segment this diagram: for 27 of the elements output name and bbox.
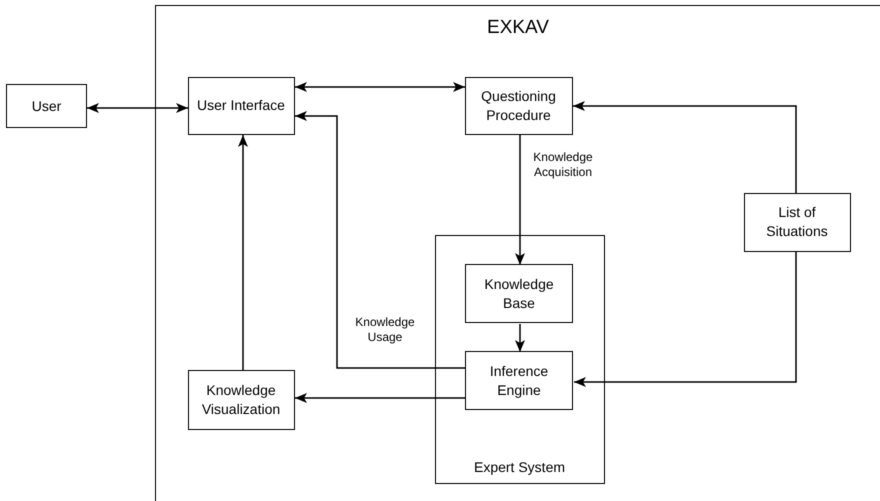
arrow (515, 135, 525, 265)
process-box (188, 76, 294, 134)
arrow (574, 252, 797, 387)
process-box (465, 351, 573, 410)
process-box (464, 76, 572, 134)
node-label: Questioning Procedure (480, 86, 557, 124)
node-label: Inference Engine (488, 362, 550, 400)
process-box (188, 370, 294, 430)
node-label: List of Situations (765, 203, 829, 241)
arrow (515, 324, 525, 352)
arrow (87, 103, 188, 113)
system-boundary (155, 5, 880, 501)
group-title: EXKAV (487, 18, 549, 37)
node-label: User (32, 96, 62, 116)
process-box (465, 264, 573, 323)
node-label: User Interface (197, 96, 285, 115)
arrow (295, 111, 466, 369)
subsystem-container (434, 234, 604, 484)
arrow (238, 135, 248, 370)
group-title: Expert System (474, 458, 566, 476)
process-box (6, 84, 87, 128)
process-box (744, 192, 850, 252)
arrow (573, 101, 797, 193)
node-label: Knowledge Visualization (200, 380, 282, 418)
arrow (295, 82, 465, 92)
node-label: Knowledge Base (483, 274, 555, 312)
arrow (295, 393, 466, 403)
